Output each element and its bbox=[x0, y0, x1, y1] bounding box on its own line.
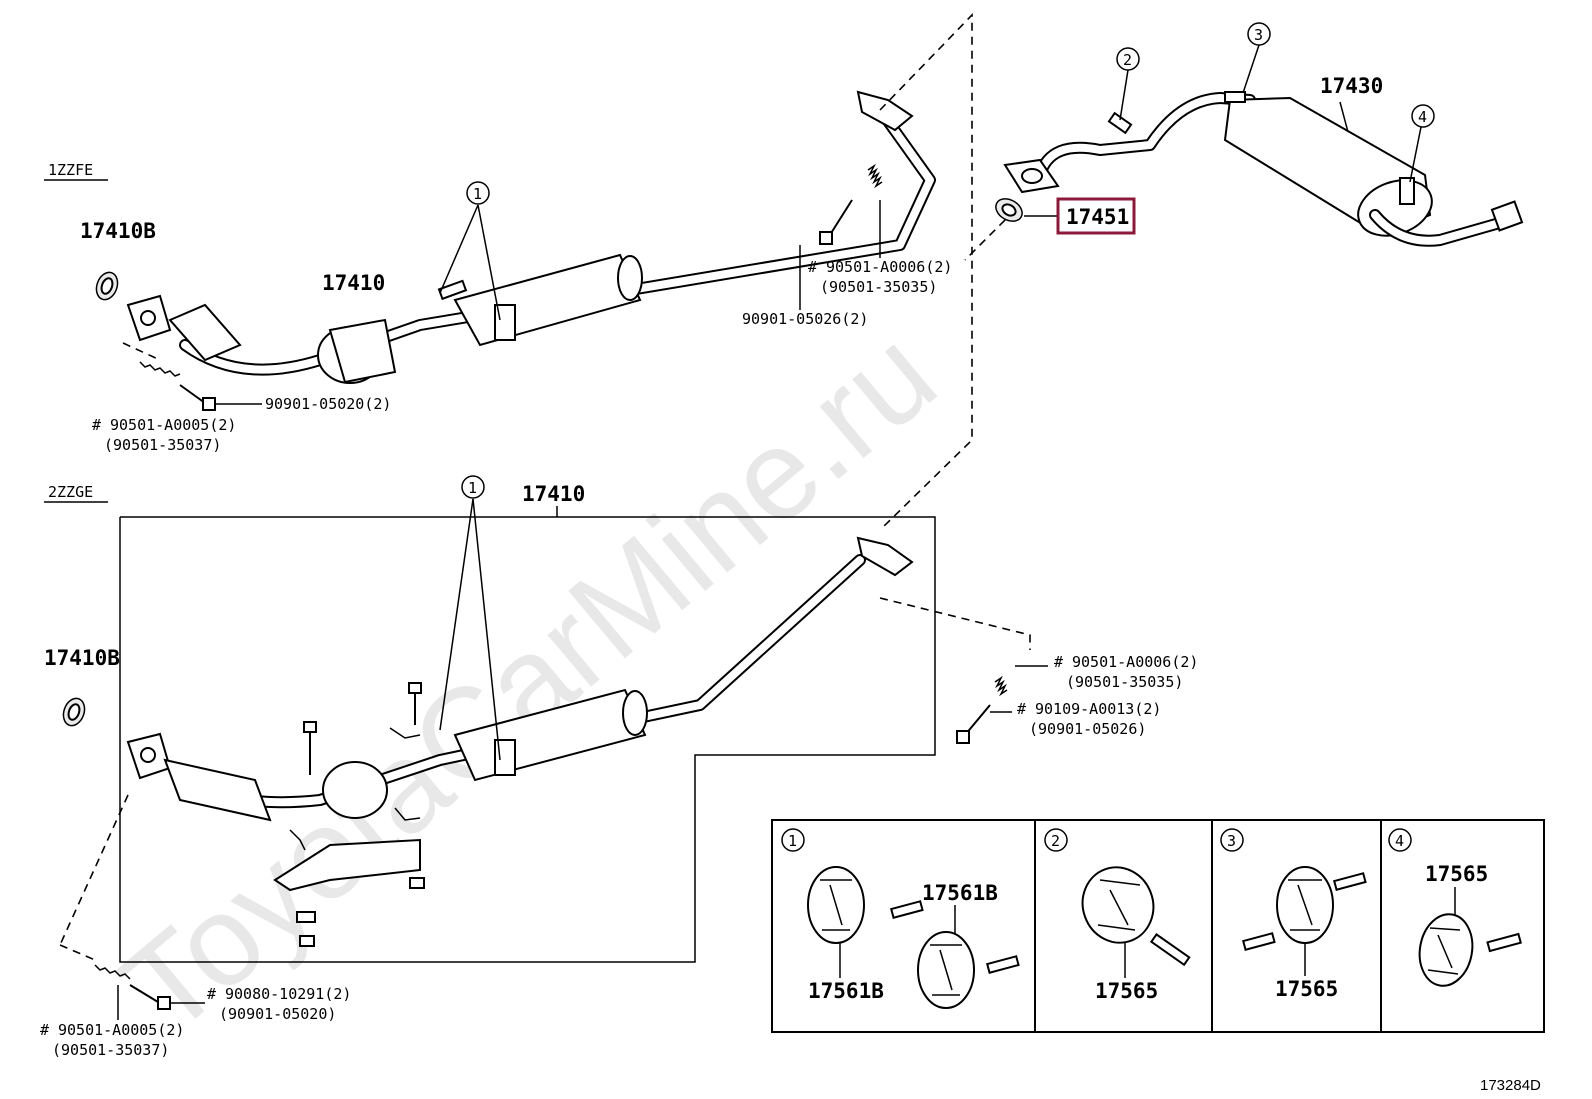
hanger-label-17565-4: 17565 bbox=[1425, 862, 1488, 886]
hanger-cell-2: 2 17565 bbox=[1044, 828, 1191, 1003]
hanger-bracket-bot bbox=[494, 739, 516, 776]
fastener-code-bot-spring: 90501-A0005(2) bbox=[58, 1021, 184, 1039]
spring-top-rear bbox=[867, 163, 883, 189]
hanger-table-frame bbox=[771, 819, 1545, 1033]
hanger-cell-num-4 bbox=[1388, 828, 1412, 852]
hanger-bracket-top bbox=[494, 304, 516, 341]
svg-text:1: 1 bbox=[468, 479, 477, 497]
spring-front-top bbox=[139, 361, 181, 377]
hanger-cell-4: 4 17565 bbox=[1388, 828, 1522, 987]
tail-pipe-assembly bbox=[1003, 91, 1524, 247]
svg-text:1: 1 bbox=[473, 185, 482, 203]
hanger-pin-3 bbox=[1224, 91, 1246, 103]
part-label-17430: 17430 bbox=[1320, 74, 1383, 98]
fastener-code-front-bolt: 90901-05020(2) bbox=[265, 395, 391, 413]
callout-1-top bbox=[466, 181, 490, 205]
section-2zzge: 2ZZGE 17410 17410B bbox=[40, 475, 1198, 1059]
hanger-cell-num-1 bbox=[781, 828, 805, 852]
hanger-rubber-17565-4 bbox=[1418, 913, 1474, 987]
hanger-table: 1 17561B 17561B 2 17565 3 bbox=[771, 819, 1545, 1033]
part-label-17410b-top: 17410B bbox=[80, 219, 156, 243]
hanger-cell-1: 1 17561B 17561B bbox=[781, 828, 1020, 1009]
pre-muffler-top bbox=[453, 253, 642, 347]
spring-bot bbox=[94, 964, 131, 980]
svg-text:(90901-05026): (90901-05026) bbox=[1029, 720, 1146, 738]
hanger-cell-num-3 bbox=[1220, 828, 1244, 852]
hanger-label-17565-3: 17565 bbox=[1275, 977, 1338, 1001]
fastener-code-bot-bolt: 90080-10291(2) bbox=[225, 985, 351, 1003]
svg-text:3: 3 bbox=[1254, 26, 1263, 44]
spring-mid bbox=[994, 675, 1008, 697]
callout-1-bot bbox=[461, 475, 485, 499]
svg-text:4: 4 bbox=[1395, 832, 1404, 850]
hanger-cell-3: 3 17565 bbox=[1220, 828, 1367, 1001]
svg-text:(90501-35035): (90501-35035) bbox=[820, 278, 937, 296]
svg-text:#: # bbox=[1054, 653, 1063, 671]
hanger-cell-num-2 bbox=[1044, 828, 1068, 852]
svg-text:#: # bbox=[40, 1021, 49, 1039]
heat-shield-bot bbox=[273, 838, 421, 892]
fastener-code-top-bolt: 90901-05026(2) bbox=[742, 310, 868, 328]
svg-text:2: 2 bbox=[1123, 51, 1132, 69]
callout-4 bbox=[1411, 104, 1435, 128]
highlight-box-17451[interactable] bbox=[1056, 197, 1136, 235]
part-label-17451[interactable]: 17451 bbox=[1066, 205, 1129, 229]
assembly-outline-box bbox=[119, 516, 936, 963]
rear-flange-top bbox=[856, 90, 914, 132]
svg-text:#: # bbox=[92, 416, 101, 434]
svg-text:(90501-35035): (90501-35035) bbox=[1066, 673, 1183, 691]
front-pipe-17410-bot bbox=[126, 536, 914, 947]
bolt-front-top bbox=[179, 384, 206, 404]
rear-flange-bot bbox=[856, 536, 914, 577]
engine-label-1zzfe: 1ZZFE bbox=[48, 161, 93, 179]
fastener-code-top-spring: 90501-A0006(2) bbox=[826, 258, 952, 276]
bolt-bot bbox=[129, 984, 159, 1003]
figure-code: 173284D bbox=[1480, 1077, 1541, 1094]
svg-text:1: 1 bbox=[788, 832, 797, 850]
fastener-code-front-spring: 90501-A0005(2) bbox=[110, 416, 236, 434]
connector-dashed-line bbox=[879, 13, 973, 531]
svg-text:(90501-35037): (90501-35037) bbox=[104, 436, 221, 454]
section-1zzfe: 1ZZFE 17410B 17410 1 bbox=[44, 90, 952, 454]
hanger-label-17561b-bot: 17561B bbox=[808, 979, 884, 1003]
engine-label-2zzge: 2ZZGE bbox=[48, 483, 93, 501]
part-label-17410b-bot: 17410B bbox=[44, 646, 120, 670]
hanger-label-17565-2: 17565 bbox=[1095, 979, 1158, 1003]
catalytic-converter-bot bbox=[322, 761, 388, 819]
svg-text:2: 2 bbox=[1051, 832, 1060, 850]
svg-text:#: # bbox=[808, 258, 817, 276]
svg-text:(90501-35037): (90501-35037) bbox=[52, 1041, 169, 1059]
hanger-pin-2 bbox=[1107, 111, 1133, 135]
svg-text:3: 3 bbox=[1227, 832, 1236, 850]
svg-text:4: 4 bbox=[1418, 108, 1427, 126]
hanger-pin-4 bbox=[1399, 177, 1415, 205]
svg-text:#: # bbox=[1017, 700, 1026, 718]
fastener-code-mid-bolt: 90109-A0013(2) bbox=[1035, 700, 1161, 718]
svg-text:(90901-05020): (90901-05020) bbox=[219, 1005, 336, 1023]
hanger-label-17561b-top: 17561B bbox=[922, 881, 998, 905]
fastener-code-mid-spring: 90501-A0006(2) bbox=[1072, 653, 1198, 671]
svg-text:#: # bbox=[207, 985, 216, 1003]
part-label-17410-top: 17410 bbox=[322, 271, 385, 295]
part-label-17410-bot: 17410 bbox=[522, 482, 585, 506]
front-pipe-17410-top bbox=[126, 90, 936, 384]
